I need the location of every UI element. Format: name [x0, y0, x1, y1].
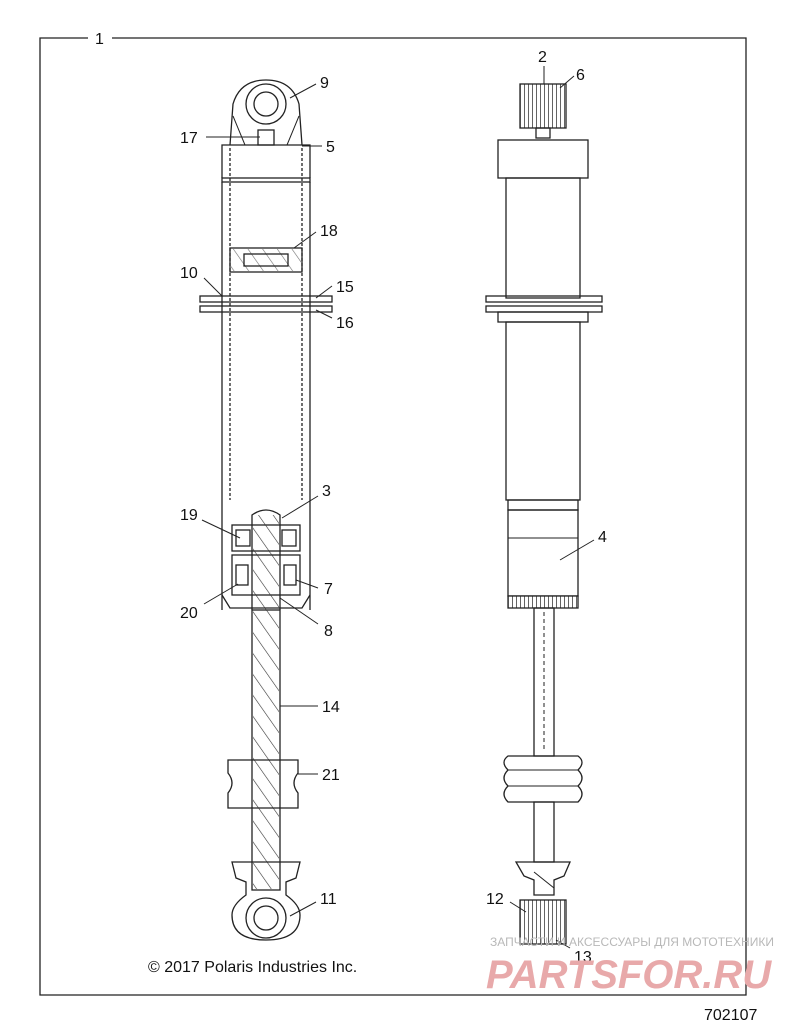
right-shock-exterior	[485, 83, 603, 945]
callout-13: 13	[574, 949, 592, 966]
callout-20: 20	[180, 605, 198, 622]
callout-7: 7	[324, 581, 333, 598]
callout-10: 10	[180, 265, 198, 282]
watermark-tagline: ЗАПЧАСТИ И АКСЕССУАРЫ ДЛЯ МОТОТЕХНИКИ	[490, 935, 774, 949]
callout-18: 18	[320, 223, 338, 240]
frame-border	[39, 37, 747, 996]
frame-label: 1	[95, 31, 104, 48]
callout-3: 3	[322, 483, 331, 500]
callout-17: 17	[180, 130, 198, 147]
callout-11: 11	[320, 891, 337, 908]
callout-2: 2	[538, 49, 547, 66]
callout-5: 5	[326, 139, 335, 156]
callout-9: 9	[320, 75, 329, 92]
figure-number: 702107	[704, 1007, 757, 1024]
callout-16: 16	[336, 315, 354, 332]
copyright-text: © 2017 Polaris Industries Inc.	[148, 959, 357, 976]
callout-12: 12	[486, 891, 504, 908]
callout-21: 21	[322, 767, 340, 784]
left-shock-section	[199, 79, 333, 941]
callout-6: 6	[576, 67, 585, 84]
callout-19: 19	[180, 507, 198, 524]
callout-14: 14	[322, 699, 340, 716]
leader-lines	[201, 66, 595, 949]
callout-15: 15	[336, 279, 354, 296]
callout-8: 8	[324, 623, 333, 640]
callout-labels: 9 17 5 18 10 15 16 3 19 7 20 8 14 21 11 …	[180, 49, 607, 966]
callout-4: 4	[598, 529, 607, 546]
watermark-logo: PARTSFOR.RU	[486, 953, 772, 997]
